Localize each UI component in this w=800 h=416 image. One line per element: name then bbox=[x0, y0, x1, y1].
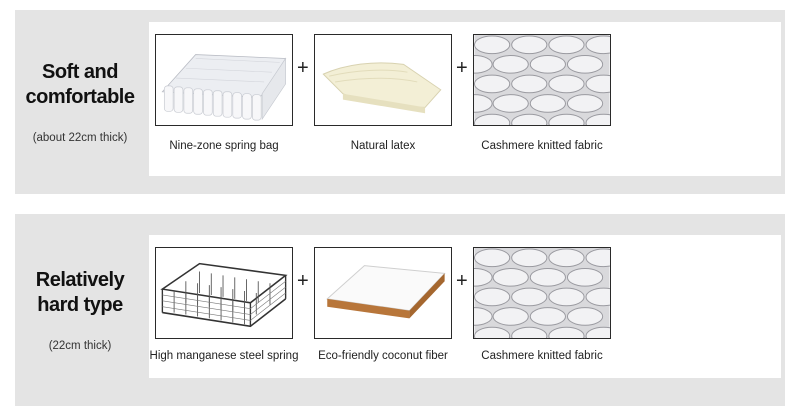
component-caption: Cashmere knitted fabric bbox=[481, 140, 603, 152]
component-caption: Nine-zone spring bag bbox=[169, 140, 279, 152]
mattress-type-label: Relatively hard type (22cm thick) bbox=[15, 214, 145, 406]
mattress-type-label: Soft and comfortable (about 22cm thick) bbox=[15, 10, 145, 194]
component-item: Cashmere knitted fabric bbox=[473, 247, 611, 362]
type-title-line2: hard type bbox=[37, 294, 123, 316]
steel-spring-icon bbox=[155, 247, 293, 339]
thickness-note: (22cm thick) bbox=[48, 340, 112, 352]
coconut-fiber-board-icon bbox=[314, 247, 452, 339]
type-title-line2: comfortable bbox=[25, 86, 135, 108]
component-item: Natural latex bbox=[314, 34, 452, 152]
quilted-fabric-icon bbox=[473, 247, 611, 339]
soft-mattress-panel: Soft and comfortable (about 22cm thick) bbox=[15, 10, 785, 194]
hard-mattress-panel: Relatively hard type (22cm thick) bbox=[15, 214, 785, 406]
thickness-note: (about 22cm thick) bbox=[32, 132, 128, 144]
component-caption: Eco-friendly coconut fiber bbox=[318, 350, 448, 362]
type-title-line1: Soft and bbox=[42, 61, 119, 83]
plus-sign: + bbox=[297, 57, 309, 79]
components-card: Nine-zone spring bag + Natural latex + bbox=[149, 22, 781, 176]
plus-sign: + bbox=[297, 270, 309, 292]
component-caption: High manganese steel spring bbox=[149, 350, 299, 362]
latex-layer-icon bbox=[314, 34, 452, 126]
component-item: Eco-friendly coconut fiber bbox=[314, 247, 452, 362]
pocket-spring-icon bbox=[155, 34, 293, 126]
type-title-line1: Relatively bbox=[35, 269, 125, 291]
components-card: High manganese steel spring + Eco-friend… bbox=[149, 235, 781, 378]
component-caption: Natural latex bbox=[350, 140, 416, 152]
plus-sign: + bbox=[456, 57, 468, 79]
quilted-fabric-icon bbox=[473, 34, 611, 126]
component-item: Nine-zone spring bag bbox=[155, 34, 293, 152]
component-item: High manganese steel spring bbox=[150, 247, 298, 362]
component-item: Cashmere knitted fabric bbox=[473, 34, 611, 152]
component-caption: Cashmere knitted fabric bbox=[481, 350, 603, 362]
plus-sign: + bbox=[456, 270, 468, 292]
